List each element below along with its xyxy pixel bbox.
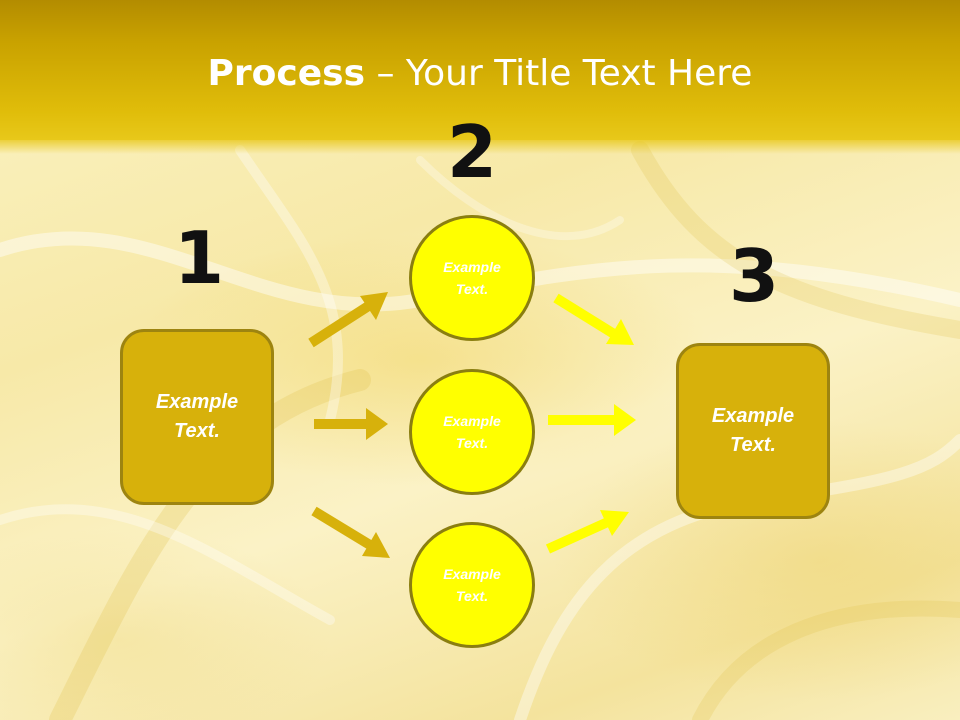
- title-band: [0, 0, 960, 154]
- step-2-circle-bottom-text: Example Text.: [443, 566, 501, 604]
- step-2-circle-top-text: Example Text.: [443, 259, 501, 297]
- step-2-circle-bottom: Example Text.: [409, 522, 535, 648]
- arrow-2-bottom-to-3: [545, 510, 629, 554]
- step-number-2: 2: [446, 110, 498, 194]
- step-2-circle-middle-text: Example Text.: [443, 413, 501, 451]
- arrow-1-to-2-middle: [314, 408, 388, 440]
- slide-title: Process – Your Title Text Here: [0, 52, 960, 96]
- step-2-circle-middle: Example Text.: [409, 369, 535, 495]
- step-1-box: Example Text.: [120, 329, 274, 505]
- arrow-1-to-2-bottom: [311, 506, 390, 558]
- step-number-3: 3: [728, 234, 780, 318]
- arrow-1-to-2-top: [308, 292, 388, 348]
- step-number-1: 1: [173, 216, 225, 300]
- step-3-box-text: Example Text.: [711, 405, 795, 456]
- step-3-box: Example Text.: [676, 343, 830, 519]
- step-1-box-text: Example Text.: [155, 391, 239, 442]
- title-rest-part: – Your Title Text Here: [365, 53, 753, 94]
- arrow-2-middle-to-3: [548, 404, 636, 436]
- title-bold-part: Process: [207, 53, 366, 94]
- arrow-2-top-to-3: [553, 293, 634, 345]
- step-2-circle-top: Example Text.: [409, 215, 535, 341]
